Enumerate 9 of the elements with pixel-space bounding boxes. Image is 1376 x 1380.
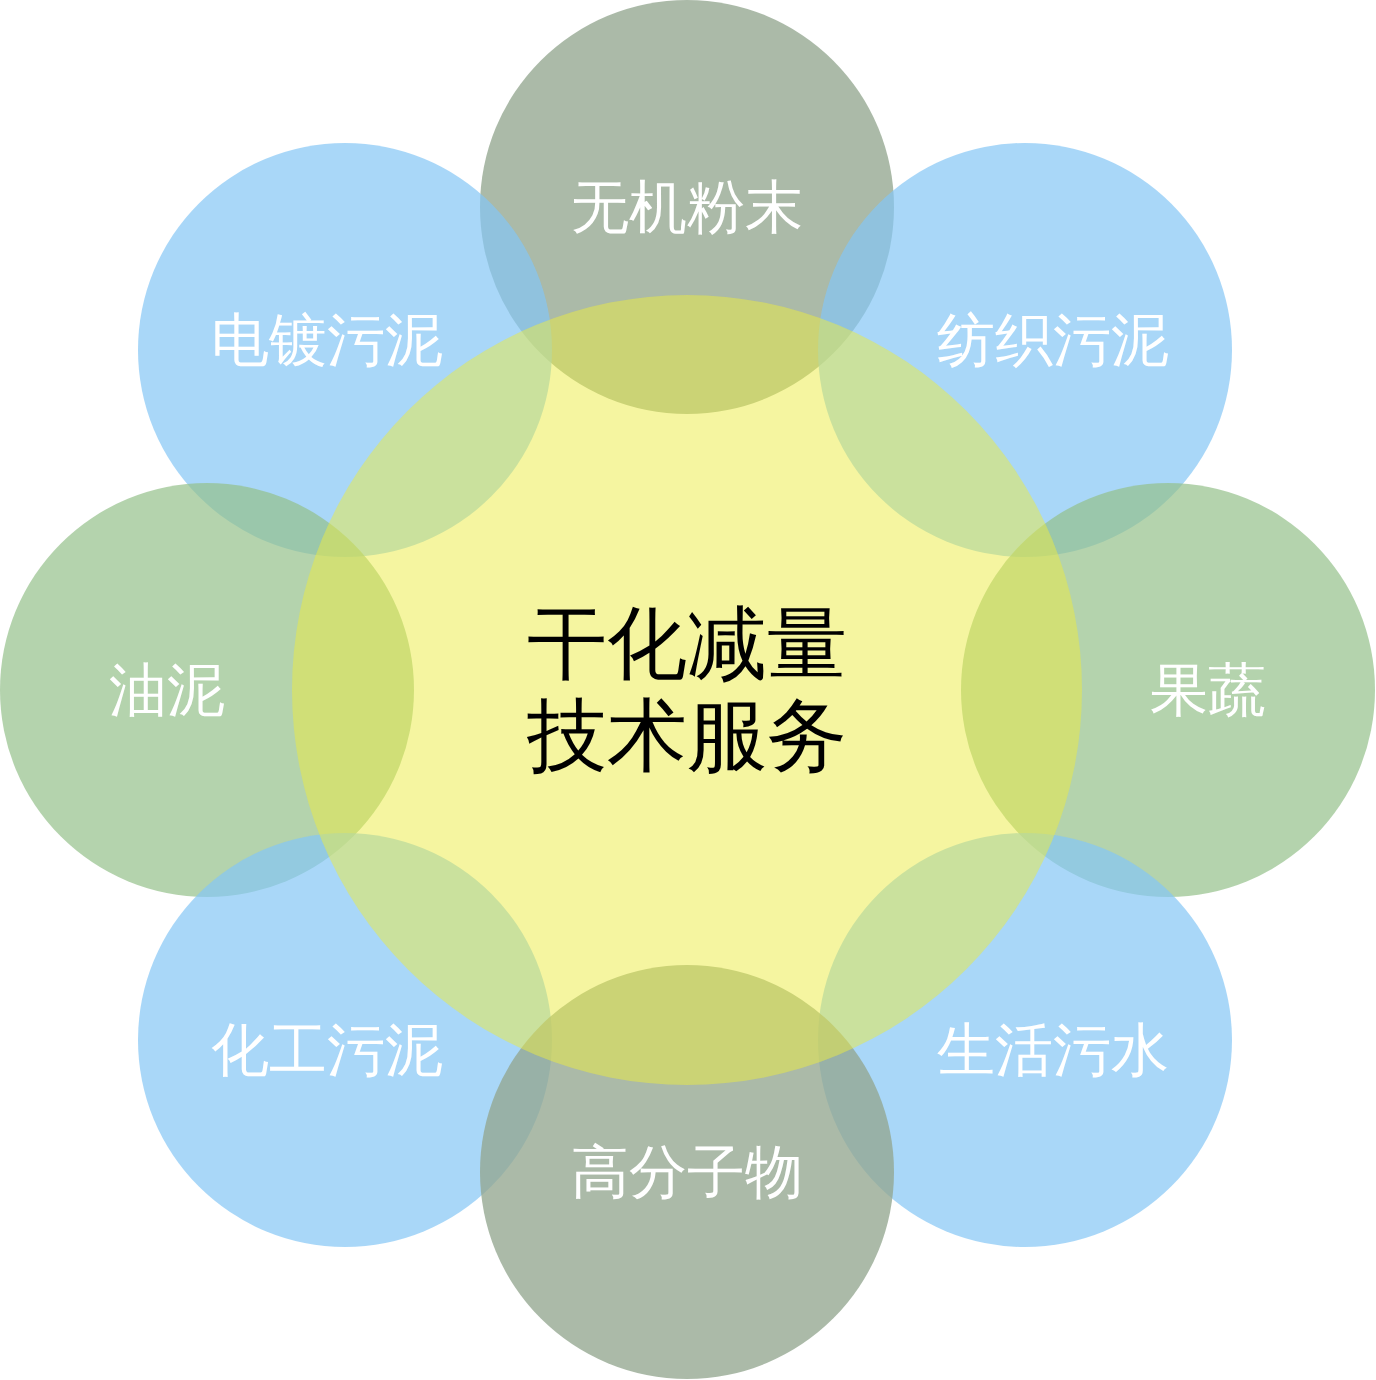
- category-label: 纺织污泥: [937, 306, 1169, 374]
- center-title: 干化减量技术服务: [526, 598, 848, 782]
- category-label: 果蔬: [1150, 656, 1266, 724]
- category-label: 电镀污泥: [211, 306, 443, 374]
- category-label: 无机粉末: [571, 173, 803, 241]
- category-label: 油泥: [109, 656, 225, 724]
- category-label: 生活污水: [937, 1016, 1169, 1084]
- category-label: 化工污泥: [211, 1016, 443, 1084]
- category-label: 高分子物: [571, 1138, 803, 1206]
